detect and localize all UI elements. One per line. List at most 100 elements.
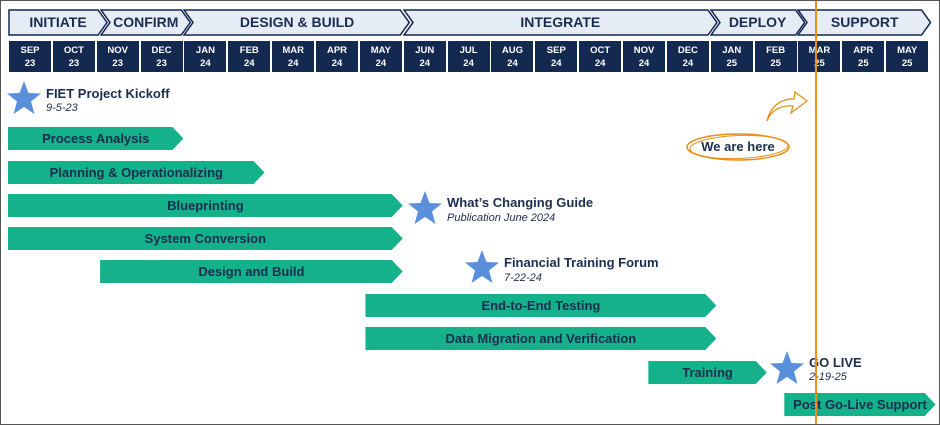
month-name: DEC	[151, 45, 172, 56]
month-year: 25	[901, 58, 913, 69]
month-name: MAR	[282, 45, 304, 56]
month-name: APR	[853, 45, 874, 56]
star-icon	[770, 351, 804, 384]
month-year: 25	[858, 58, 869, 69]
month-header: JUL 24	[447, 41, 490, 72]
chevron-shape	[797, 9, 932, 36]
month-name: MAR	[808, 45, 831, 56]
month-name: FEB	[239, 45, 259, 56]
month-name: MAY	[370, 45, 391, 56]
month-name: OCT	[63, 45, 84, 56]
phase-label: INTEGRATE	[520, 14, 601, 30]
milestone-guide-title: What’s Changing Guide	[447, 195, 594, 210]
month-header: FEB 25	[754, 41, 797, 72]
month-header: OCT 24	[579, 41, 622, 72]
month-header: MAR 25	[798, 41, 841, 72]
phase-confirm: CONFIRM	[100, 9, 192, 36]
task-bar-data-migration-and-verification: Data Migration and Verification	[365, 327, 716, 350]
month-year: 24	[463, 58, 474, 69]
star-icon	[7, 81, 41, 114]
task-bar-system-conversion: System Conversion	[8, 227, 403, 250]
phase-label: SUPPORT	[830, 14, 899, 30]
chevron-shape	[100, 9, 192, 36]
phase-support: SUPPORT	[797, 9, 932, 36]
month-name: FEB	[766, 45, 786, 56]
phase-integrate: INTEGRATE	[402, 9, 718, 36]
milestone-golive-date: 2-19-25	[809, 371, 847, 383]
month-year: 24	[682, 58, 694, 69]
month-header: SEP 24	[535, 41, 578, 72]
month-year: 24	[200, 58, 211, 69]
month-header: APR 24	[316, 41, 359, 72]
month-year: 23	[68, 58, 80, 69]
chevron-shape	[402, 9, 718, 36]
month-year: 24	[551, 58, 562, 69]
month-year: 24	[331, 58, 343, 69]
task-bar-end-to-end-testing: End-to-End Testing	[365, 294, 716, 317]
month-header: MAR 24	[272, 41, 315, 72]
month-name: OCT	[590, 45, 611, 56]
month-name: SEP	[546, 45, 566, 56]
month-header: NOV 24	[623, 41, 666, 72]
chevron-shape	[183, 9, 411, 36]
milestone-forum-date: 7-22-24	[504, 272, 542, 284]
current-date-line	[815, 1, 817, 424]
phase-label: INITIATE	[29, 14, 87, 30]
month-header: JAN 24	[184, 41, 227, 72]
star-icon	[408, 191, 442, 224]
month-year: 24	[375, 58, 387, 69]
month-name: NOV	[633, 45, 655, 56]
month-year: 24	[419, 58, 431, 69]
chevron-shape	[709, 9, 806, 36]
hand-drawn-circle-icon	[686, 133, 790, 161]
phase-deploy: DEPLOY	[709, 9, 806, 36]
phase-label: DEPLOY	[728, 14, 787, 30]
task-bar-post-go-live-support: Post Go-Live Support	[784, 393, 935, 416]
month-year: 24	[594, 58, 606, 69]
we-are-here-callout: We are here	[685, 132, 791, 162]
milestone-kickoff-title: FIET Project Kickoff	[46, 86, 170, 101]
milestone-guide-date: Publication June 2024	[447, 212, 556, 224]
task-bar-planning-operationalizing: Planning & Operationalizing	[8, 161, 265, 184]
phase-design-build: DESIGN & BUILD	[183, 9, 411, 36]
month-name: MAY	[897, 45, 918, 56]
month-year: 25	[770, 58, 781, 69]
month-name: JAN	[722, 45, 742, 56]
month-header: JAN 25	[710, 41, 753, 72]
phase-initiate: INITIATE	[8, 9, 109, 36]
month-name: APR	[326, 45, 348, 56]
month-year: 24	[638, 58, 650, 69]
month-header: DEC 23	[140, 41, 183, 72]
milestone-forum-title: Financial Training Forum	[504, 255, 659, 270]
month-name: SEP	[20, 45, 40, 56]
month-year: 25	[814, 58, 825, 69]
month-year: 25	[726, 58, 738, 69]
month-header: FEB 24	[228, 41, 271, 72]
month-header: MAY 25	[886, 41, 929, 72]
month-header: MAY 24	[359, 41, 402, 72]
month-header: JUN 24	[403, 41, 446, 72]
we-are-here-label: We are here	[701, 139, 775, 154]
month-name: JUL	[459, 45, 478, 56]
star-icon	[465, 250, 499, 283]
task-bar-training: Training	[648, 361, 766, 384]
month-year: 23	[156, 58, 167, 69]
phase-label: DESIGN & BUILD	[239, 14, 355, 30]
milestone-kickoff-date: 9-5-23	[46, 102, 78, 114]
month-year: 23	[24, 58, 36, 69]
month-header: SEP 23	[9, 41, 51, 72]
month-header: OCT 23	[52, 41, 95, 72]
month-name: JAN	[195, 45, 215, 56]
month-name: JUN	[415, 45, 435, 56]
task-bar-design-and-build: Design and Build	[100, 260, 403, 283]
month-year: 24	[287, 58, 299, 69]
phase-label: CONFIRM	[113, 14, 179, 30]
month-year: 24	[244, 58, 255, 69]
task-bar-process-analysis: Process Analysis	[8, 127, 183, 150]
curved-arrow-icon	[766, 90, 809, 122]
month-name: AUG	[501, 45, 524, 56]
